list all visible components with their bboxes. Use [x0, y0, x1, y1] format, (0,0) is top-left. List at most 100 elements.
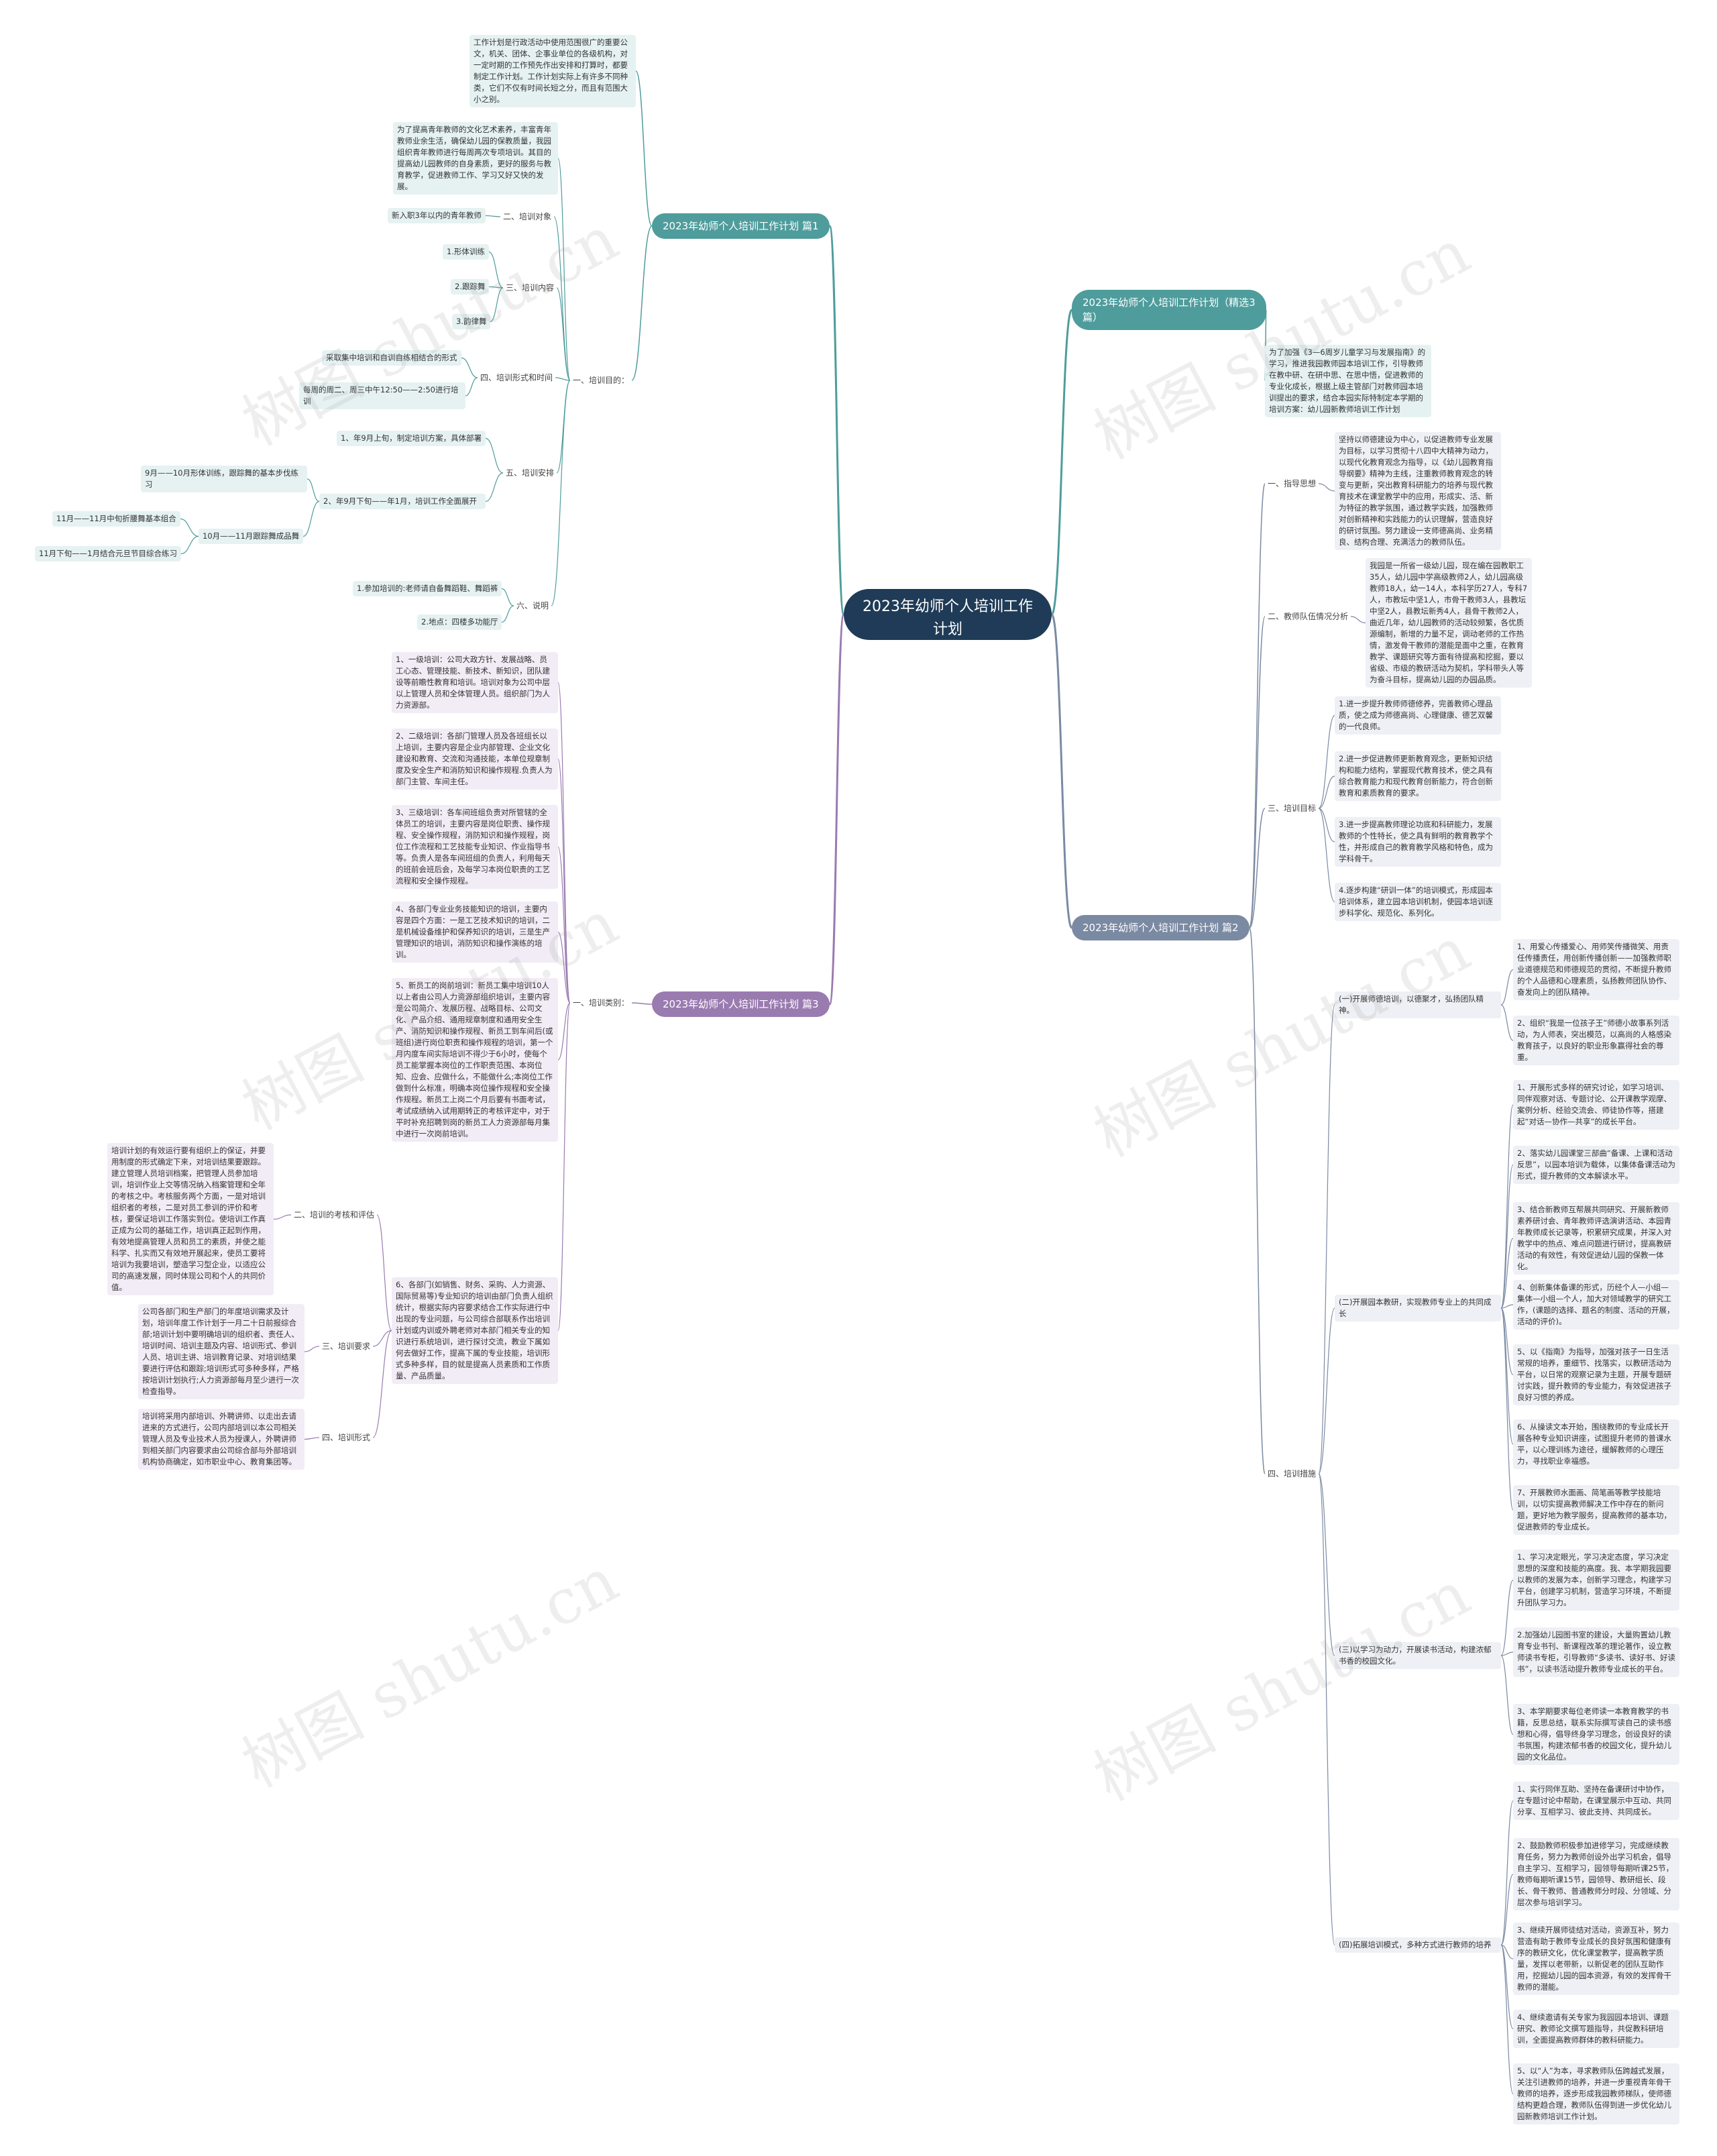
p3-type-6: 6、各部门(如销售、财务、采购、人力资源、国际贸易等)专业知识的培训由部门负责人…	[392, 1277, 558, 1384]
p1-arrange-label: 五、培训安排	[506, 468, 555, 478]
connector	[1500, 1874, 1514, 1946]
p1-arrange-2b1: 11月——11月中旬折腰舞基本组合	[52, 511, 180, 527]
connector	[556, 287, 571, 381]
branch-p1[interactable]: 2023年幼师个人培训工作计划 篇1	[652, 213, 830, 239]
connector	[304, 1437, 320, 1440]
connector	[461, 357, 478, 378]
p1-goal-text: 为了提高青年教师的文化艺术素养，丰富青年教师业余生活，确保幼儿园的保教质量，我园…	[393, 122, 558, 195]
branch-p3[interactable]: 2023年幼师个人培训工作计划 篇3	[652, 991, 830, 1017]
p1-arrange-2a: 9月——10月形体训练，跟踪舞的基本步伐练习	[141, 466, 307, 492]
connector	[553, 216, 571, 381]
p2-m2-item-1: 1、开展形式多样的研究讨论，如学习培训、同伴观察对话、专题讨论、公开课教学观摩、…	[1513, 1080, 1679, 1130]
connector	[1318, 1004, 1335, 1474]
connector	[1500, 1944, 1514, 1959]
connector	[557, 158, 571, 381]
p2-aim-label: 三、培训目标	[1268, 804, 1317, 813]
connector	[557, 931, 571, 1004]
connector	[307, 478, 320, 502]
connector	[1249, 927, 1266, 1474]
connector	[828, 225, 845, 616]
p2-m1-label: (一)开展师德培训，以德聚才，弘扬团队精神。	[1335, 991, 1501, 1018]
p2-m3-label: (三)以学习为动力，开展读书活动，构建浓郁书香的校园文化。	[1335, 1642, 1501, 1669]
branch-selected[interactable]: 2023年幼师个人培训工作计划（精选3篇）	[1072, 290, 1266, 330]
p2-guide-text: 坚持以师德建设为中心，以促进教师专业发展为目标，以学习贯彻十八四中大精神为动力，…	[1335, 432, 1501, 550]
connector	[1318, 714, 1335, 809]
p3-req-text: 公司各部门和生产部门的年度培训需求及计划，培训年度工作计划于一月二十日前报综合部…	[138, 1304, 304, 1399]
connector	[1249, 808, 1266, 928]
connector	[1500, 1004, 1514, 1041]
p1-content-3: 3.韵律舞	[452, 314, 491, 329]
connector	[1500, 1800, 1514, 1946]
connector	[501, 588, 514, 606]
p2-aim-2: 2.进一步促进教师更新教育观念，更新知识结构和能力结构，掌握现代教育技术，使之具…	[1335, 751, 1501, 801]
p3-type-5: 5、新员工的岗前培训：新员工集中培训10人以上者由公司人力资源部组织培训，主要内…	[392, 978, 558, 1142]
p2-aim-1: 1.进一步提升教师师德修养，完善教师心理品质，使之成为师德高尚、心理健康、德艺双…	[1335, 696, 1501, 735]
p1-arrange-2b: 10月——11月跟踪舞成品舞	[199, 529, 304, 544]
connector	[485, 437, 504, 474]
p2-m2-label: (二)开展园本教研，实现教师专业上的共同成长	[1335, 1295, 1501, 1322]
connector	[828, 613, 845, 1006]
connector	[180, 535, 199, 555]
p2-status-label: 二、教师队伍情况分析	[1268, 612, 1349, 621]
connector	[1500, 1307, 1514, 1445]
p2-m4-label: (四)拓展培训模式，多种方式进行教师的培养	[1335, 1937, 1501, 1953]
connector	[304, 1346, 320, 1352]
p3-eval-label: 二、培训的考核和评估	[294, 1210, 375, 1220]
p2-m2-item-3: 3、结合新教师互帮展共同研究、开展新教师素养研讨会、青年教师评选演讲活动、本园青…	[1513, 1202, 1679, 1275]
p3-type-3: 3、三级培训：各车间班组负责对所管辖的全体员工的培训，主要内容是岗位职责、操作规…	[392, 805, 558, 889]
p2-m4-item-1: 1、实行同伴互助、坚持在备课研讨中协作，在专题讨论中帮助，在课堂展示中互动、共同…	[1513, 1782, 1679, 1820]
connector	[1249, 483, 1266, 928]
p3-type-4: 4、各部门专业业务技能知识的培训，主要内容是四个方面：一是工艺技术知识的培训，二…	[392, 902, 558, 963]
connector	[557, 682, 571, 1004]
connector	[1500, 1944, 1514, 2030]
p1-target-label: 二、培训对象	[503, 212, 552, 221]
connector	[1350, 616, 1366, 624]
connector	[1500, 1304, 1514, 1309]
p3-form-text: 培训将采用内部培训、外聘讲师、以走出去请进来的方式进行，公司内部培训以本公司相关…	[138, 1409, 304, 1470]
p3-eval-text: 培训计划的有效运行要有组织上的保证，并要用制度的形式确定下来，对培训结果要跟踪。…	[107, 1143, 274, 1295]
p2-measure-label: 四、培训措施	[1268, 1469, 1317, 1478]
p1-note-1: 1.参加培训的:老师请自备舞蹈鞋、舞蹈裤	[353, 581, 502, 596]
connector	[485, 215, 501, 217]
connector	[1318, 483, 1335, 492]
p2-m4-item-3: 3、继续开展师徒结对活动，资源互补，努力营造有助于教师专业成长的良好氛围和健康有…	[1513, 1923, 1679, 1995]
connector	[556, 380, 571, 474]
connector	[302, 500, 320, 537]
p1-note-2: 2.地点：四楼多功能厅	[417, 614, 502, 630]
connector	[1249, 616, 1266, 928]
p2-m2-item-6: 6、从操读文本开始，围绕教师的专业成长开展各种专业知识讲座，试图提升老师的普课水…	[1513, 1419, 1679, 1469]
connector	[1500, 1579, 1514, 1656]
connector	[635, 70, 653, 227]
connector	[1318, 808, 1335, 903]
p2-m2-item-7: 7、开展教师水面画、简笔画等教学技能培训，以切实提高教师解决工作中存在的新问题，…	[1513, 1485, 1679, 1535]
connector	[465, 377, 478, 396]
sel-text: 为了加强《3—6周岁儿童学习与发展指南》的学习，推进我园教师园本培训工作，引导教…	[1265, 345, 1431, 417]
p1-target-text: 新入职3年以内的青年教师	[388, 208, 486, 223]
connector	[501, 605, 514, 623]
connector	[1500, 1652, 1514, 1656]
connector	[1500, 1238, 1514, 1309]
connector	[557, 1002, 571, 1332]
root-topic[interactable]: 2023年幼师个人培训工作计划	[844, 589, 1052, 640]
connector	[372, 1330, 392, 1347]
connector	[1050, 613, 1073, 929]
p2-m1-item-2: 2、组织“我是一位孩子王”师德小故事系列活动，为人师表，突出模范，以高尚的人格感…	[1513, 1016, 1679, 1065]
p1-form-2: 每周的周二、周三中午12:50——2:50进行培训	[299, 382, 465, 409]
connector	[488, 251, 504, 288]
connector	[1500, 1164, 1514, 1309]
connector	[1500, 969, 1514, 1006]
connector	[555, 377, 571, 381]
connector	[273, 1214, 292, 1220]
connector	[180, 518, 199, 537]
connector	[1500, 1655, 1514, 1735]
connector	[1500, 1307, 1514, 1511]
p2-m4-item-5: 5、以“人”为本，寻求教师队伍跨越式发展，关注引进教师的培养，并进一步重视青年骨…	[1513, 2063, 1679, 2124]
p2-m3-item-3: 3、本学期要求每位老师读一本教育教学的书籍，反思总结，联系实际撰写读自己的读书感…	[1513, 1704, 1679, 1765]
p3-type-1: 1、一级培训：公司大政方针、发展战略、员工心态、管理技能、新技术、新知识，团队建…	[392, 652, 558, 713]
p3-type-2: 2、二级培训：各部门管理人员及各班组长以上培训，主要内容是企业内部管理、企业文化…	[392, 729, 558, 790]
branch-p2[interactable]: 2023年幼师个人培训工作计划 篇2	[1072, 915, 1250, 940]
p1-arrange-2: 2、年9月下旬——年1月，培训工作全面展开	[319, 494, 486, 509]
p3-types-label: 一、培训类别：	[573, 998, 630, 1008]
p2-guide-label: 一、指导思想	[1268, 479, 1317, 488]
